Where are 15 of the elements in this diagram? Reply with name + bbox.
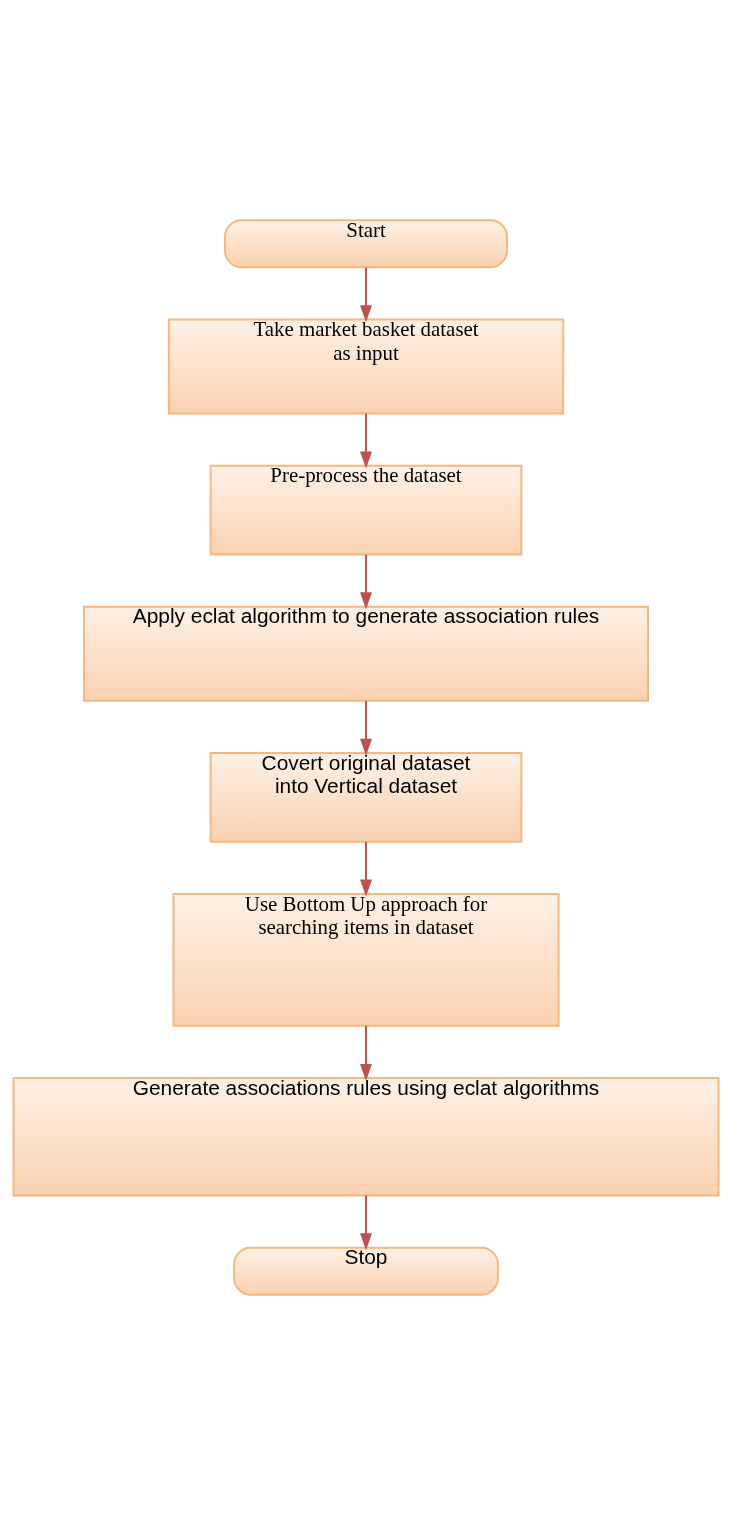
node-box: Covert original dataset into Vertical dataset <box>209 751 523 843</box>
node-box: Apply eclat algorithm to generate association rules <box>83 605 649 702</box>
arrow <box>360 1025 372 1081</box>
node-box: Use Bottom Up approach for searching items in dataset <box>172 892 560 1027</box>
arrow <box>360 412 372 469</box>
node-box: Pre-process the dataset <box>209 464 523 556</box>
arrow <box>360 840 372 897</box>
node-box: Generate associations rules using eclat algorithms <box>12 1077 720 1197</box>
node-box: Start <box>224 219 508 269</box>
arrow <box>360 266 372 323</box>
node-box: Take market basket dataset as input <box>167 318 565 415</box>
node-box: Stop <box>233 1246 499 1296</box>
arrow <box>360 1194 372 1251</box>
arrow <box>360 699 372 756</box>
arrow <box>360 553 372 610</box>
